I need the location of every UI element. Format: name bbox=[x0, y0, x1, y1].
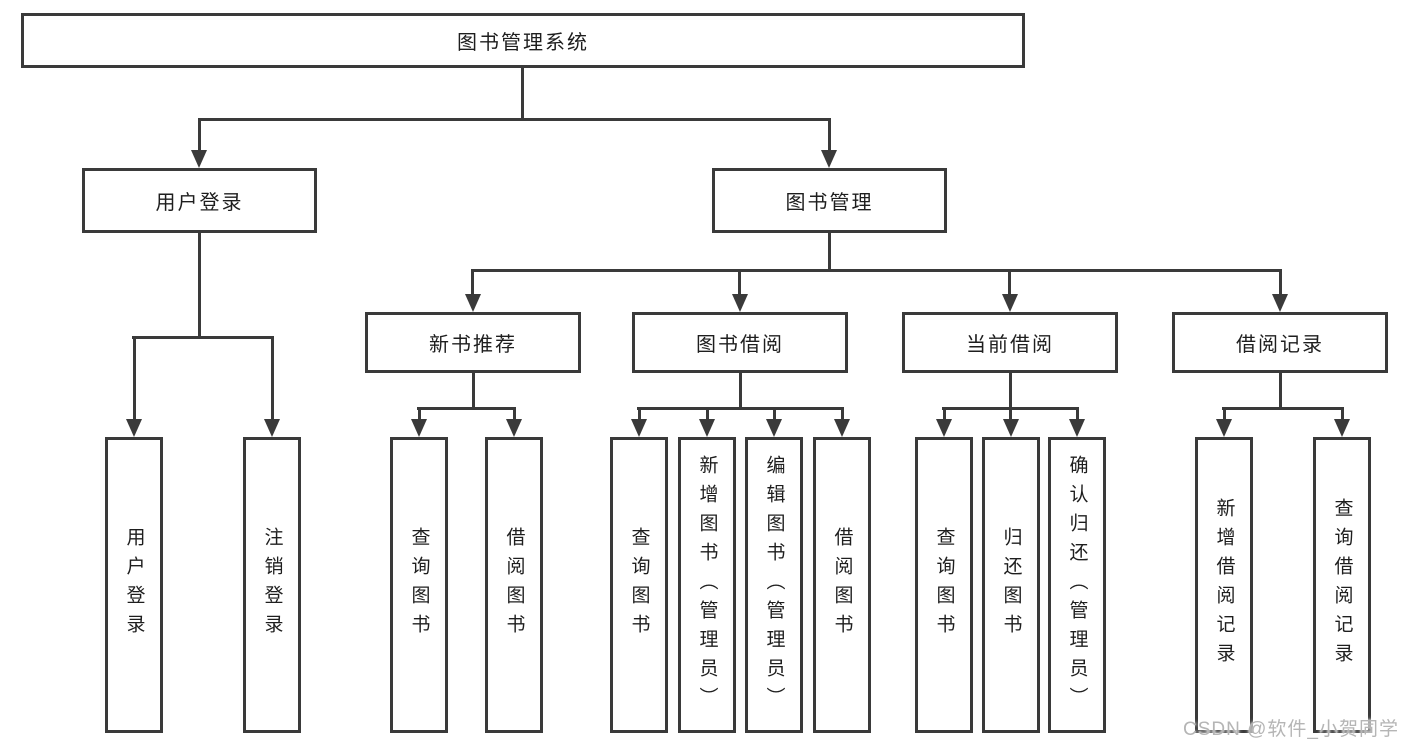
node-user-login: 用户登录 bbox=[82, 168, 317, 233]
connector-line bbox=[198, 118, 831, 121]
arrowhead-icon bbox=[766, 419, 782, 437]
leaf-confirm-return-admin: 确认归还（管理员） bbox=[1048, 437, 1106, 733]
arrowhead-icon bbox=[936, 419, 952, 437]
leaf-user-login: 用户登录 bbox=[105, 437, 163, 733]
connector-line bbox=[638, 407, 641, 421]
leaf-query-borrow-record: 查询借阅记录 bbox=[1313, 437, 1371, 733]
connector-line bbox=[841, 407, 844, 421]
connector-line bbox=[637, 407, 844, 410]
leaf-borrow-borrow-book-label: 借阅图书 bbox=[831, 527, 853, 643]
connector-line bbox=[828, 233, 831, 272]
connector-line bbox=[1076, 407, 1079, 421]
node-book-management: 图书管理 bbox=[712, 168, 947, 233]
node-current-borrow: 当前借阅 bbox=[902, 312, 1118, 373]
leaf-newbooks-query-book: 查询图书 bbox=[390, 437, 448, 733]
node-book-borrow-label: 图书借阅 bbox=[696, 334, 784, 356]
arrowhead-icon bbox=[631, 419, 647, 437]
connector-line bbox=[513, 407, 516, 421]
leaf-newbooks-query-book-label: 查询图书 bbox=[408, 527, 430, 643]
connector-line bbox=[1279, 373, 1282, 410]
arrowhead-icon bbox=[1002, 294, 1018, 312]
connector-line bbox=[1223, 407, 1226, 421]
leaf-edit-book-admin-label: 编辑图书（管理员） bbox=[763, 454, 785, 716]
leaf-confirm-return-admin-label: 确认归还（管理员） bbox=[1066, 454, 1088, 716]
node-user-login-label: 用户登录 bbox=[155, 192, 244, 214]
connector-line bbox=[773, 407, 776, 421]
arrowhead-icon bbox=[1216, 419, 1232, 437]
connector-line bbox=[1008, 269, 1011, 296]
node-root: 图书管理系统 bbox=[21, 13, 1025, 68]
leaf-current-query-book-label: 查询图书 bbox=[933, 527, 955, 643]
connector-line bbox=[1009, 407, 1012, 421]
leaf-borrow-query-book: 查询图书 bbox=[610, 437, 668, 733]
connector-line bbox=[271, 336, 274, 421]
leaf-return-book-label: 归还图书 bbox=[1000, 527, 1022, 643]
connector-line bbox=[133, 336, 136, 421]
connector-line bbox=[738, 269, 741, 296]
connector-line bbox=[417, 407, 516, 410]
leaf-logout-label: 注销登录 bbox=[261, 527, 283, 643]
connector-line bbox=[198, 118, 201, 153]
arrowhead-icon bbox=[1334, 419, 1350, 437]
node-book-management-label: 图书管理 bbox=[785, 192, 874, 214]
arrowhead-icon bbox=[506, 419, 522, 437]
node-borrow-records: 借阅记录 bbox=[1172, 312, 1388, 373]
leaf-newbooks-borrow-book: 借阅图书 bbox=[485, 437, 543, 733]
connector-line bbox=[132, 336, 274, 339]
leaf-return-book: 归还图书 bbox=[982, 437, 1040, 733]
connector-line bbox=[1279, 269, 1282, 296]
arrowhead-icon bbox=[264, 419, 280, 437]
connector-line bbox=[943, 407, 946, 421]
arrowhead-icon bbox=[465, 294, 481, 312]
leaf-query-borrow-record-label: 查询借阅记录 bbox=[1331, 498, 1353, 672]
connector-line bbox=[472, 373, 475, 410]
connector-line bbox=[739, 373, 742, 410]
connector-line bbox=[418, 407, 421, 421]
node-new-book-recommend: 新书推荐 bbox=[365, 312, 581, 373]
connector-line bbox=[471, 269, 474, 296]
arrowhead-icon bbox=[1069, 419, 1085, 437]
connector-line bbox=[198, 233, 201, 339]
leaf-user-login-label: 用户登录 bbox=[123, 527, 145, 643]
leaf-add-book-admin-label: 新增图书（管理员） bbox=[696, 454, 718, 716]
watermark: CSDN @软件_小贺同学 bbox=[1183, 719, 1399, 740]
connector-line bbox=[1009, 373, 1012, 410]
leaf-newbooks-borrow-book-label: 借阅图书 bbox=[503, 527, 525, 643]
arrowhead-icon bbox=[834, 419, 850, 437]
node-new-book-recommend-label: 新书推荐 bbox=[429, 334, 517, 356]
arrowhead-icon bbox=[191, 150, 207, 168]
arrowhead-icon bbox=[126, 419, 142, 437]
connector-line bbox=[706, 407, 709, 421]
node-root-label: 图书管理系统 bbox=[457, 32, 589, 54]
arrowhead-icon bbox=[411, 419, 427, 437]
leaf-logout: 注销登录 bbox=[243, 437, 301, 733]
connector-line bbox=[828, 118, 831, 153]
node-borrow-records-label: 借阅记录 bbox=[1236, 334, 1324, 356]
leaf-add-book-admin: 新增图书（管理员） bbox=[678, 437, 736, 733]
connector-line bbox=[471, 269, 1282, 272]
connector-line bbox=[521, 68, 524, 121]
arrowhead-icon bbox=[732, 294, 748, 312]
leaf-edit-book-admin: 编辑图书（管理员） bbox=[745, 437, 803, 733]
arrowhead-icon bbox=[699, 419, 715, 437]
arrowhead-icon bbox=[821, 150, 837, 168]
node-book-borrow: 图书借阅 bbox=[632, 312, 848, 373]
connector-line bbox=[1341, 407, 1344, 421]
connector-line bbox=[1222, 407, 1344, 410]
leaf-borrow-borrow-book: 借阅图书 bbox=[813, 437, 871, 733]
arrowhead-icon bbox=[1003, 419, 1019, 437]
leaf-borrow-query-book-label: 查询图书 bbox=[628, 527, 650, 643]
node-current-borrow-label: 当前借阅 bbox=[966, 334, 1054, 356]
leaf-add-borrow-record-label: 新增借阅记录 bbox=[1213, 498, 1235, 672]
leaf-add-borrow-record: 新增借阅记录 bbox=[1195, 437, 1253, 733]
arrowhead-icon bbox=[1272, 294, 1288, 312]
leaf-current-query-book: 查询图书 bbox=[915, 437, 973, 733]
